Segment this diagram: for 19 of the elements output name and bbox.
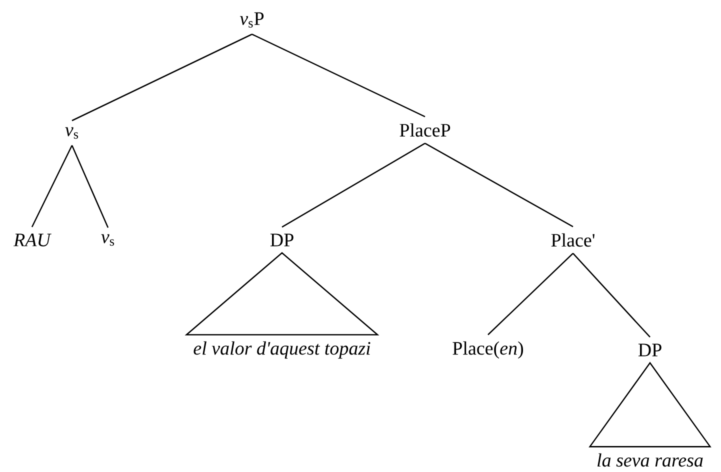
branch-line — [71, 145, 109, 228]
tree-node-label: el valor d'aquest topazi — [194, 341, 370, 359]
tree-node-label: v$_{s}$ — [65, 127, 78, 139]
tree-node-label: DP — [270, 234, 294, 246]
branch-line — [252, 34, 426, 118]
tree-node-label: Place(en) — [452, 341, 524, 359]
branch-line — [488, 252, 574, 336]
branch-line — [282, 142, 426, 228]
tree-node-label: Place' — [551, 233, 594, 247]
tree-node-label: v$_{s}$P — [240, 12, 264, 28]
tree-node-label: RAU — [13, 234, 52, 246]
branch-line — [31, 145, 73, 228]
branch-line — [72, 34, 252, 122]
tree-node-label: DP — [638, 344, 662, 356]
tree-node-label: v$_{s}$ — [101, 234, 114, 246]
branch-line — [572, 252, 650, 338]
tree-node-label: PlaceP — [400, 123, 450, 137]
branch-line — [424, 142, 574, 228]
tree-node-label: la seva raresa — [598, 453, 703, 467]
